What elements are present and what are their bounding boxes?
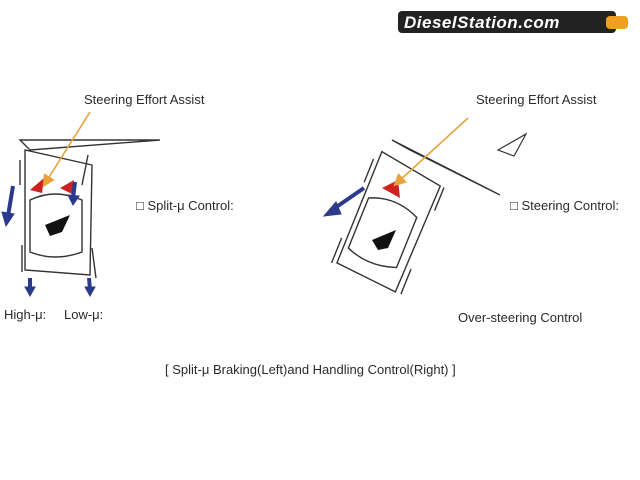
left-blue-arrows [1, 181, 96, 298]
figure-caption: [ Split-μ Braking(Left)and Handling Cont… [165, 362, 456, 377]
logo-badge [606, 16, 628, 29]
left-wheel-rr [91, 247, 97, 279]
left-red-assist-2 [60, 180, 74, 194]
right-steering-indicator [391, 139, 501, 196]
left-callout-arrow [42, 111, 91, 188]
oversteering-label: Over-steering Control [458, 310, 583, 325]
dieselstation-logo: DieselStation.com [398, 11, 628, 33]
left-control-label: □ Split-μ Control: [136, 198, 234, 213]
right-car [330, 150, 445, 295]
left-wheel-fr [81, 154, 89, 186]
left-steering-wheel [45, 215, 70, 236]
left-callout-label: Steering Effort Assist [84, 92, 205, 107]
logo-text: DieselStation.com [404, 13, 560, 32]
left-car [18, 139, 161, 279]
right-red-assist [382, 180, 400, 198]
right-callout-arrow [393, 117, 469, 187]
left-red-assist [30, 178, 44, 193]
left-car-body [24, 149, 93, 276]
low-mu-label: Low-μ: [64, 307, 104, 322]
right-car-cabin [347, 197, 418, 269]
right-callout-label: Steering Effort Assist [476, 92, 597, 107]
right-blue-arrow [322, 186, 366, 217]
right-small-triangle [496, 132, 528, 157]
right-control-label: □ Steering Control: [510, 198, 620, 213]
right-steering-wheel [372, 230, 396, 250]
right-car-body [336, 150, 442, 293]
high-mu-label: High-μ: [4, 307, 47, 322]
left-steering-indicator [18, 139, 161, 151]
left-car-cabin [29, 193, 83, 258]
